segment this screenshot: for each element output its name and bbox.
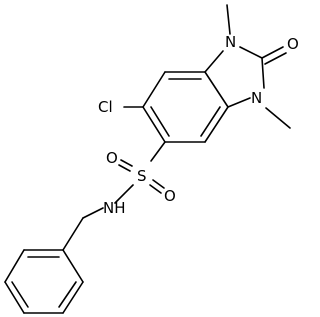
atom-label-n3: N (251, 89, 262, 107)
double-bond-inner (58, 281, 77, 308)
atom-label-sulfur: S (137, 167, 147, 185)
bond (204, 106, 229, 143)
double-bond-inner (11, 281, 29, 308)
bond (239, 46, 263, 59)
atom-label-sulfonyl-oxygen-2: O (164, 187, 176, 205)
bond (150, 141, 166, 162)
methyl-bond (226, 4, 231, 35)
bond (62, 217, 84, 251)
imidazolone-ring (204, 4, 291, 129)
double-bond-inner (200, 106, 221, 137)
bond (62, 281, 84, 314)
bond (4, 249, 25, 283)
bond (114, 184, 134, 204)
bond (204, 71, 229, 108)
sulfonamide-group (62, 141, 166, 251)
atom-label-sulfonyl-oxygen-1: O (106, 149, 118, 167)
bond (261, 57, 265, 89)
bond (142, 106, 166, 143)
atom-label-amine: NH (103, 199, 126, 217)
atom-label-carbonyl-oxygen: O (287, 35, 299, 53)
atom-label-n1: N (225, 33, 236, 51)
carbonyl-bond (264, 52, 287, 65)
bond (142, 71, 166, 108)
bond (227, 97, 251, 108)
methyl-bond (265, 107, 291, 129)
double-bond-inner (150, 106, 170, 137)
sulfonyl-double-bond (120, 159, 133, 167)
bond (82, 207, 104, 219)
phenyl-ring (4, 249, 84, 314)
sulfonyl-double-bond (152, 179, 165, 189)
sulfonyl-double-bond (149, 184, 162, 194)
atom-label-chlorine: Cl (98, 98, 113, 116)
carbonyl-bond (261, 46, 284, 59)
sulfonyl-double-bond (118, 164, 131, 172)
bond (204, 50, 224, 73)
structure-diagram: N N O Cl S O O NH (4, 4, 299, 314)
benzene-ring-core (142, 71, 229, 143)
bond (4, 281, 25, 314)
bond (62, 249, 84, 283)
